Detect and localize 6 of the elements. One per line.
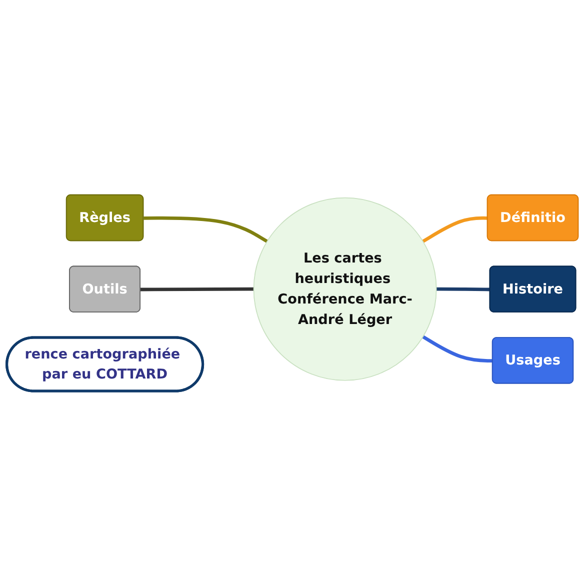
connector <box>140 286 254 291</box>
connector <box>436 286 490 291</box>
connector <box>144 216 268 243</box>
connector <box>422 216 488 243</box>
node-circle: Les cartes heuristiques Conférence Marc-André Léger <box>253 196 437 380</box>
connector <box>422 334 493 362</box>
